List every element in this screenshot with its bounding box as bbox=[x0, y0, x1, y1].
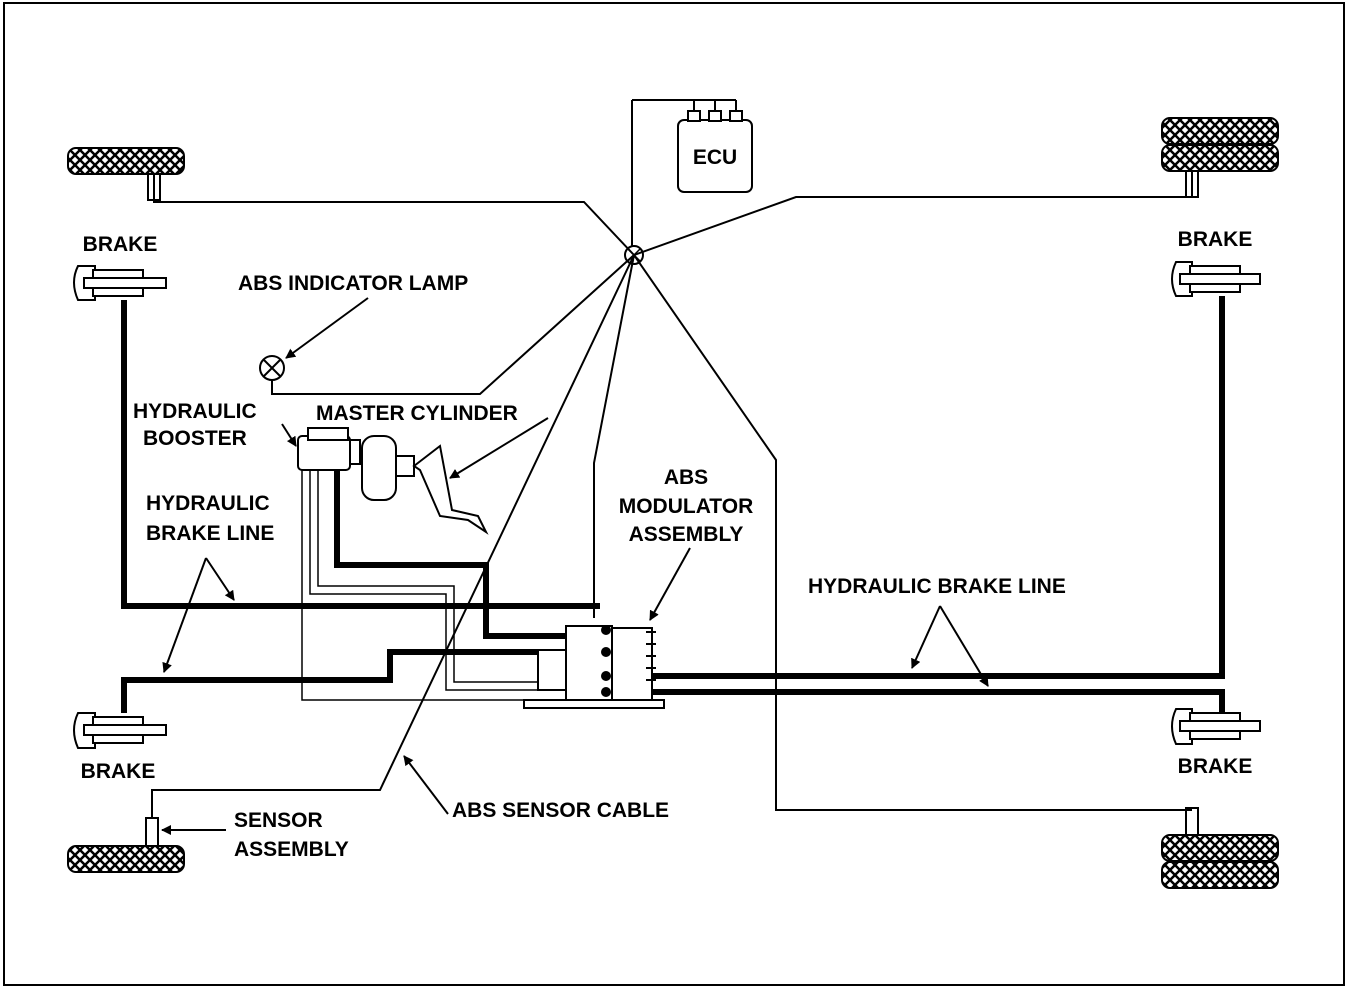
abs-sensor-cable-label: ABS SENSOR CABLE bbox=[452, 799, 669, 822]
wheel-sensor bbox=[145, 817, 159, 847]
booster-lines bbox=[301, 470, 566, 701]
hydraulic-brake-lines bbox=[121, 296, 1225, 713]
brake-caliper-front-left bbox=[73, 265, 167, 301]
brake-caliper-rear-right bbox=[1171, 708, 1261, 745]
tire-front-left bbox=[67, 147, 185, 201]
abs-modulator-assembly bbox=[523, 625, 665, 709]
hydraulic-brake-line-left-label-line1: HYDRAULIC bbox=[146, 492, 270, 515]
hydraulic-brake-line-left-label-line2: BRAKE LINE bbox=[146, 522, 274, 545]
brake-label-front-right: BRAKE bbox=[1178, 228, 1253, 251]
hydraulic-booster-label-line2: BOOSTER bbox=[143, 427, 247, 450]
brake-label-rear-right: BRAKE bbox=[1178, 755, 1253, 778]
leader-arrows bbox=[161, 297, 989, 835]
hydraulic-brake-line-right-label: HYDRAULIC BRAKE LINE bbox=[808, 575, 1066, 598]
sensor-assembly-label-line1: SENSOR bbox=[234, 809, 323, 832]
tire-rear-left bbox=[67, 845, 185, 873]
abs-modulator-label-line2: MODULATOR bbox=[619, 495, 754, 518]
diagram-frame bbox=[3, 2, 1345, 986]
ecu-label: ECU bbox=[693, 146, 737, 169]
brake-label-front-left: BRAKE bbox=[83, 233, 158, 256]
master-cylinder-label: MASTER CYLINDER bbox=[316, 402, 518, 425]
hydraulic-booster-label-line1: HYDRAULIC bbox=[133, 400, 257, 423]
brake-caliper-front-right bbox=[1171, 261, 1261, 297]
brake-label-rear-left: BRAKE bbox=[81, 760, 156, 783]
tire-front-right bbox=[1161, 117, 1279, 198]
master-cylinder bbox=[361, 435, 489, 535]
brake-caliper-rear-left bbox=[73, 712, 167, 749]
abs-modulator-label-line3: ASSEMBLY bbox=[629, 523, 744, 546]
sensor-assembly-label-line2: ASSEMBLY bbox=[234, 838, 349, 861]
abs-indicator-lamp-label: ABS INDICATOR LAMP bbox=[238, 272, 468, 295]
abs-indicator-lamp bbox=[259, 355, 285, 381]
ecu-box bbox=[632, 99, 753, 193]
tire-rear-right bbox=[1161, 807, 1279, 889]
abs-modulator-label-line1: ABS bbox=[664, 466, 708, 489]
hydraulic-booster bbox=[297, 427, 361, 471]
